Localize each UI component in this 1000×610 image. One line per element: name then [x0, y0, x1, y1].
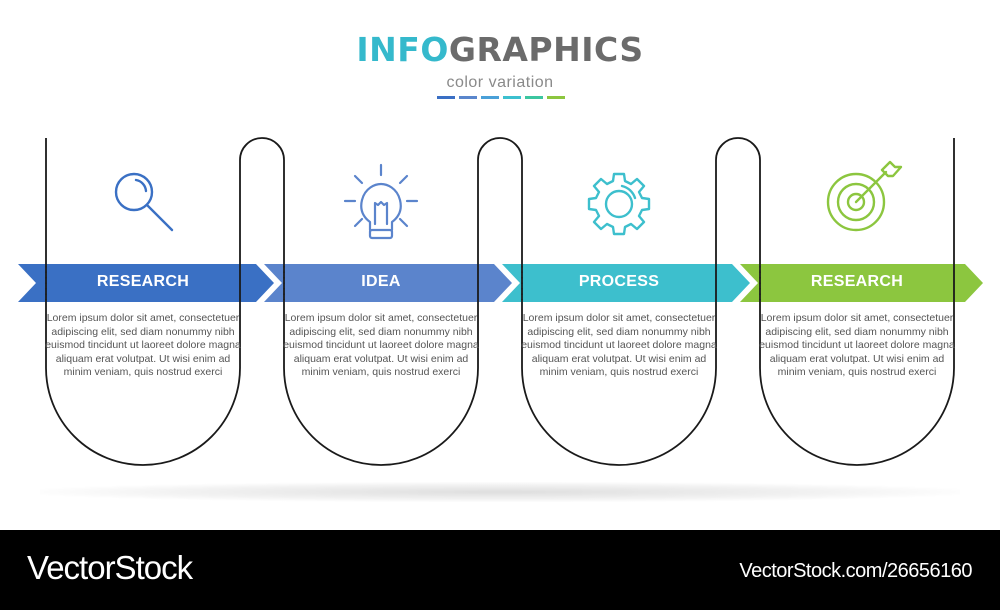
arrow-step-1 — [18, 264, 274, 302]
arrow-step-2 — [264, 264, 512, 302]
gear-icon — [587, 172, 651, 236]
step-2-label: IDEA — [361, 273, 401, 290]
color-swatches — [437, 96, 565, 99]
step-2-description: Lorem ipsum dolor sit amet, consectetuer… — [283, 312, 479, 378]
floor-shadow — [40, 482, 960, 502]
step-3-description: Lorem ipsum dolor sit amet, consectetuer… — [521, 312, 717, 378]
swatch — [525, 96, 543, 99]
subtitle: color variation — [446, 74, 554, 91]
footer-url: VectorStock.com/26656160 — [739, 560, 972, 582]
swatch — [437, 96, 455, 99]
step-4-description: Lorem ipsum dolor sit amet, consectetuer… — [759, 312, 955, 378]
step-4-label: RESEARCH — [810, 273, 904, 290]
swatch — [503, 96, 521, 99]
arrow-banners — [18, 264, 983, 302]
title-part-info: INFO — [356, 30, 449, 69]
swatch — [459, 96, 477, 99]
swatch — [481, 96, 499, 99]
serpentine-outline — [45, 137, 955, 466]
target-icon — [826, 160, 903, 232]
title-part-graphics: GRAPHICS — [448, 30, 644, 69]
step-1-label: RESEARCH — [96, 273, 190, 290]
arrow-step-4 — [740, 264, 983, 302]
footer-brand: VectorStock — [27, 549, 193, 586]
arrow-step-3 — [502, 264, 750, 302]
timeline-diagram — [18, 137, 983, 466]
magnifier-icon — [114, 172, 174, 232]
lightbulb-icon — [343, 163, 419, 240]
step-1-description: Lorem ipsum dolor sit amet, consectetuer… — [45, 312, 241, 378]
watermark-footer: VectorStock VectorStock.com/26656160 — [0, 530, 1000, 610]
step-3-label: PROCESS — [578, 273, 660, 290]
page-title: INFOGRAPHICS — [0, 30, 1000, 69]
swatch — [547, 96, 565, 99]
